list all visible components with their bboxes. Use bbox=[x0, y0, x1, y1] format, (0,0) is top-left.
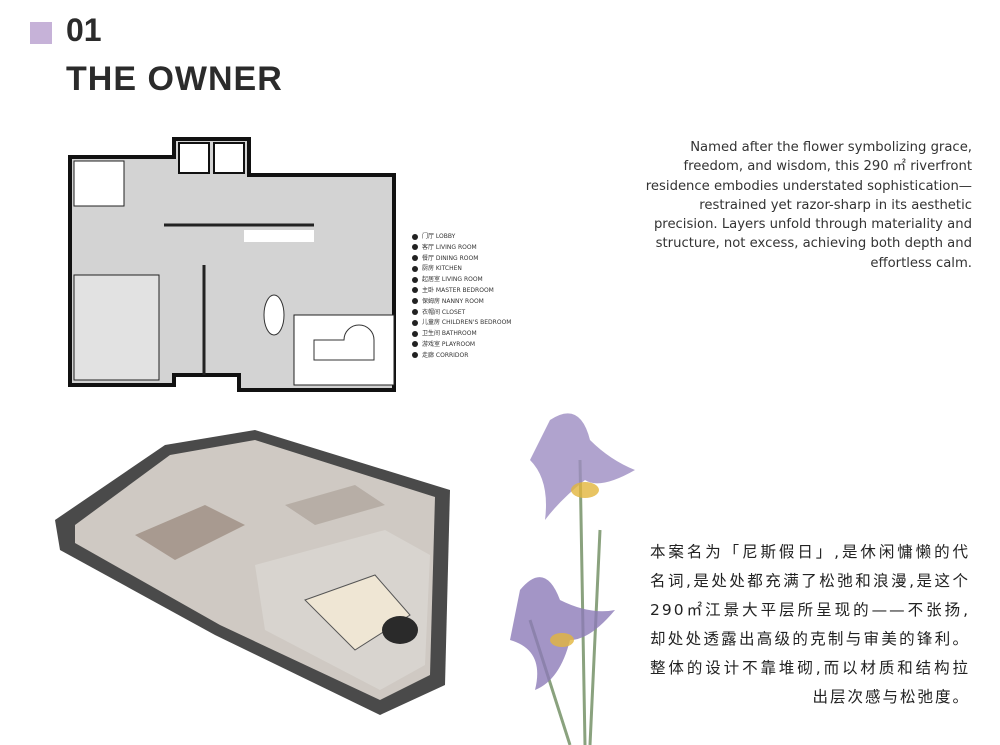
legend-item: 起居室 LIVING ROOM bbox=[412, 275, 511, 286]
description-english: Named after the flower symbolizing grace… bbox=[645, 140, 972, 271]
3d-floor-render bbox=[55, 430, 450, 715]
legend-item: 衣帽间 CLOSET bbox=[412, 308, 511, 319]
legend-item: 厨房 KITCHEN bbox=[412, 264, 511, 275]
legend-item: 卫生间 BATHROOM bbox=[412, 329, 511, 340]
legend-item: 儿童房 CHILDREN'S BEDROOM bbox=[412, 318, 511, 329]
legend-item: 保姆房 NANNY ROOM bbox=[412, 297, 511, 308]
legend-item: 主卧 MASTER BEDROOM bbox=[412, 286, 511, 297]
legend-item: 游戏室 PLAYROOM bbox=[412, 340, 511, 351]
description-chinese: 本案名为「尼斯假日」,是休闲慵懒的代名词,是处处都充满了松弛和浪漫,是这个290… bbox=[650, 543, 970, 706]
legend-item: 走廊 CORRIDOR bbox=[412, 351, 511, 362]
legend-item: 门厅 LOBBY bbox=[412, 232, 511, 243]
legend-item: 餐厅 DINING ROOM bbox=[412, 254, 511, 265]
iris-flower-illustration bbox=[510, 413, 635, 745]
accent-square bbox=[30, 22, 52, 44]
legend-item: 客厅 LIVING ROOM bbox=[412, 243, 511, 254]
section-number: 01 bbox=[66, 12, 102, 48]
page-title: THE OWNER bbox=[66, 60, 283, 98]
floor-plan bbox=[68, 137, 398, 392]
floor-plan-legend: 门厅 LOBBY 客厅 LIVING ROOM 餐厅 DINING ROOM 厨… bbox=[412, 232, 511, 362]
